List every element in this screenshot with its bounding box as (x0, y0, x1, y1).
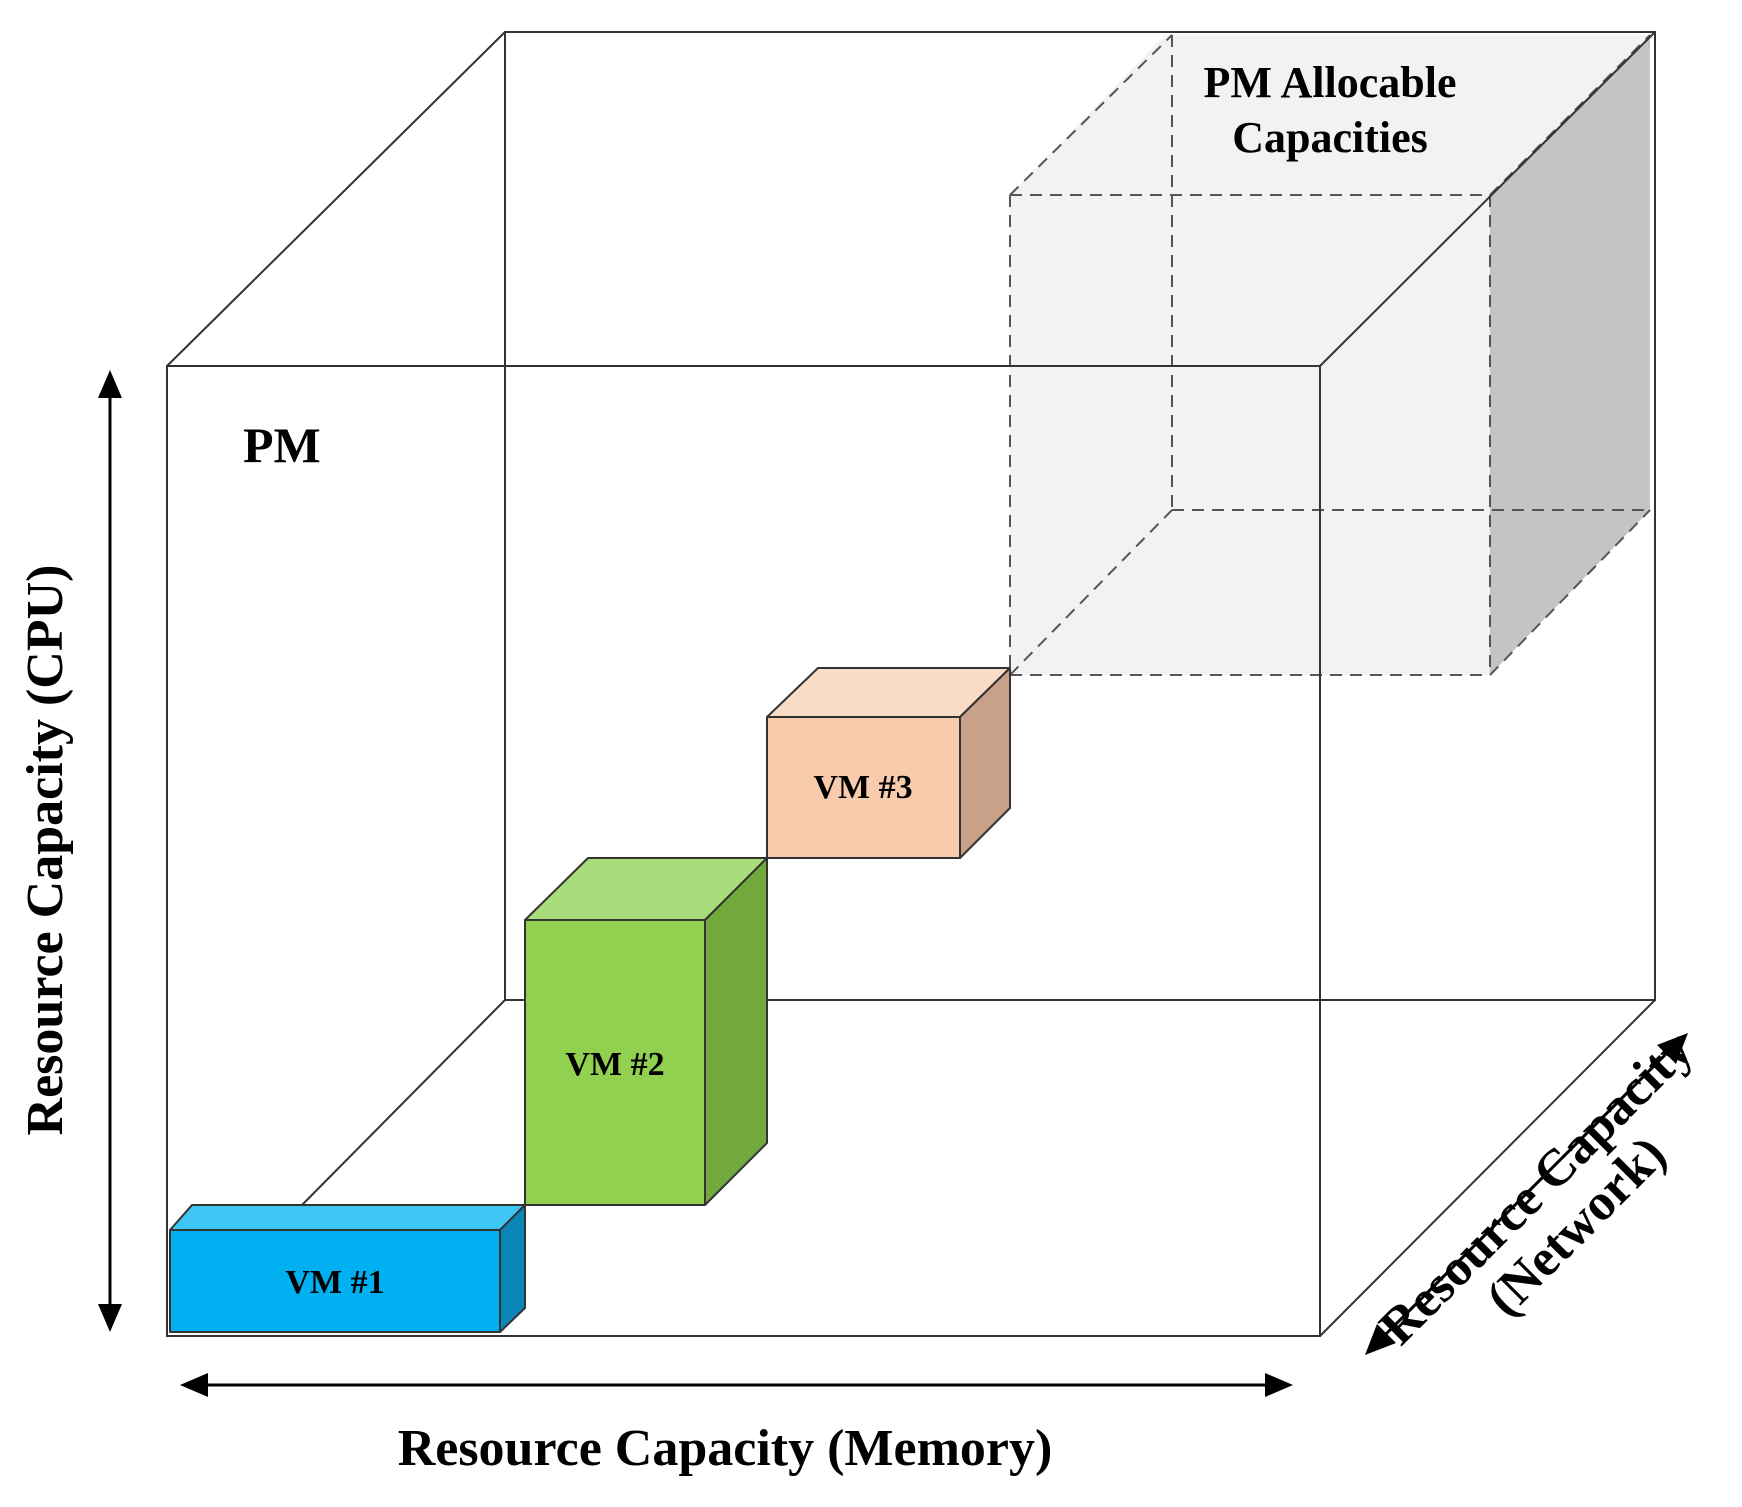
vm-1-top-face (169, 1204, 526, 1231)
vm-1-label: VM #1 (285, 1264, 384, 1301)
pm-cube-frame (166, 31, 1656, 1337)
vm-1-front-face (169, 1229, 501, 1333)
pm-cube-back-face (504, 31, 1656, 1001)
allocable-cube-top-face (1010, 35, 1650, 195)
vm-1-box: VM #1 (169, 1204, 526, 1333)
memory-axis-arrow-right (1265, 1373, 1293, 1397)
cpu-axis-label: Resource Capacity (CPU) (17, 565, 74, 1136)
memory-axis-arrow-left (180, 1373, 208, 1397)
vm-3-front-face (766, 716, 961, 859)
vm-2-label: VM #2 (565, 1046, 664, 1083)
pm-cube-front-face (166, 365, 1321, 1337)
vm-3-label: VM #3 (813, 769, 912, 806)
cpu-axis-arrow-up (98, 370, 122, 398)
network-axis-arrow-upper (1657, 1033, 1688, 1064)
cpu-axis (98, 370, 122, 1332)
vm-2-side-face (704, 857, 768, 1206)
allocable-label-line1: PM Allocable (1204, 58, 1457, 107)
cpu-axis-arrow-down (98, 1304, 122, 1332)
vm-2-front-face (524, 919, 706, 1206)
pm-label: PM (243, 417, 321, 473)
allocable-cube-side-face (1490, 35, 1650, 675)
memory-axis (180, 1373, 1293, 1397)
vm-3-box: VM #3 (766, 667, 1011, 859)
vm-2-box: VM #2 (524, 857, 768, 1206)
allocable-label-line2: Capacities (1232, 113, 1428, 162)
network-axis (1365, 1033, 1688, 1355)
memory-axis-label: Resource Capacity (Memory) (398, 1420, 1053, 1477)
network-axis-arrow-lower (1365, 1324, 1396, 1355)
